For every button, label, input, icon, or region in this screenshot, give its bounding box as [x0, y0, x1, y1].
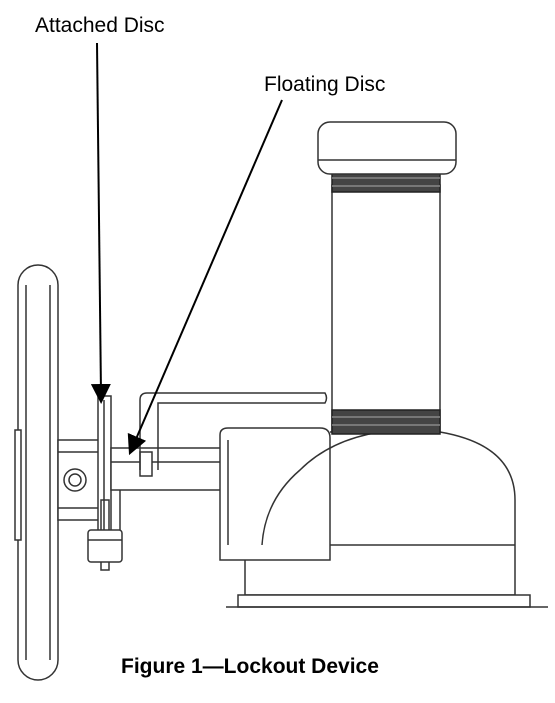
- figure-caption: Figure 1—Lockout Device: [121, 655, 379, 678]
- lower-stem: [87, 499, 123, 571]
- valve-body: [219, 427, 516, 596]
- base-plate: [226, 594, 548, 608]
- label-floating-disc: Floating Disc: [264, 73, 386, 96]
- hand-wheel: [14, 264, 59, 681]
- label-attached-disc: Attached Disc: [35, 14, 165, 37]
- shaft: [110, 447, 226, 491]
- leader-floating-disc: [127, 99, 283, 456]
- hasp-bracket: [139, 392, 328, 470]
- nut: [63, 468, 87, 492]
- floating-disc: [139, 451, 153, 477]
- top-cap: [317, 121, 457, 175]
- column: [331, 169, 441, 435]
- leader-attached-disc: [90, 42, 111, 404]
